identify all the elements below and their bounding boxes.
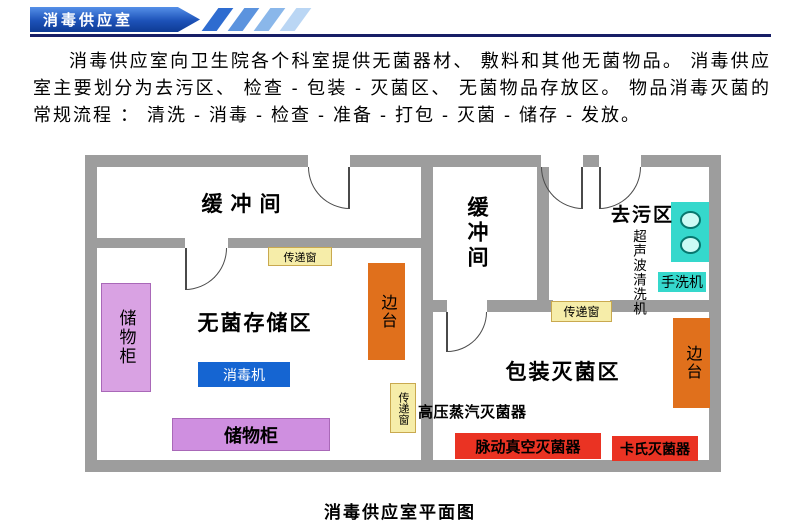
- transfer-window-middle: 传递窗: [390, 383, 416, 433]
- wall-segment: [433, 460, 721, 472]
- wall-segment: [487, 300, 553, 312]
- side-table-right: 边台: [673, 318, 710, 408]
- door-swing-arc: [185, 248, 227, 290]
- transfer-window-left: 传递窗: [268, 247, 332, 266]
- figure-caption: 消毒供应室平面图: [324, 503, 476, 522]
- stripe-icon: [279, 8, 312, 31]
- wall-segment: [85, 460, 433, 472]
- transfer-window-right: 传递窗: [551, 301, 612, 322]
- door-leaf: [348, 167, 350, 209]
- wall-segment: [610, 300, 721, 312]
- room-label-packaging-sterilization: 包装灭菌区: [505, 361, 621, 384]
- wall-segment: [641, 155, 721, 167]
- disinfection-machine: 消毒机: [198, 362, 290, 387]
- pulse-vacuum-sterilizer: 脉动真空灭菌器: [455, 433, 601, 459]
- page-title: 消毒供应室: [43, 12, 134, 29]
- wall-segment: [421, 155, 433, 472]
- wall-segment: [537, 167, 549, 312]
- steam-sterilizer-label: 高压蒸汽灭菌器: [418, 404, 527, 421]
- ultrasonic-cleaner-label: 超声波清洗机: [631, 228, 646, 316]
- sink-basin-icon: [679, 235, 701, 254]
- door-leaf: [599, 167, 601, 209]
- door-leaf: [446, 312, 448, 352]
- room-label-buffer-right: 缓冲间: [465, 195, 488, 271]
- wall-segment: [709, 155, 721, 472]
- header-banner: 消毒供应室: [30, 7, 200, 32]
- door-swing-arc: [447, 312, 487, 352]
- header-divider-line: [30, 34, 771, 37]
- room-label-decontamination: 去污区: [610, 205, 674, 226]
- wall-segment: [85, 155, 97, 472]
- hand-washer-label: 手洗机: [658, 272, 706, 292]
- door-leaf: [581, 167, 583, 209]
- banner-stripes-decoration: [201, 8, 312, 31]
- hand-wash-sink: [671, 202, 709, 262]
- room-label-buffer-left: 缓冲间: [201, 193, 289, 216]
- sink-basin-icon: [679, 210, 701, 229]
- side-table-left: 边台: [368, 263, 405, 360]
- room-label-sterile-storage: 无菌存储区: [197, 312, 313, 335]
- storage-cabinet-left: 储物柜: [101, 283, 151, 392]
- wall-segment: [433, 300, 447, 312]
- cassette-sterilizer: 卡氏灭菌器: [612, 436, 698, 461]
- wall-segment: [97, 238, 185, 248]
- wall-segment: [228, 238, 421, 248]
- wall-segment: [350, 155, 433, 167]
- wall-segment: [85, 155, 308, 167]
- wall-segment: [433, 155, 541, 167]
- storage-cabinet-bottom: 储物柜: [172, 418, 330, 451]
- door-leaf: [185, 248, 187, 290]
- intro-paragraph: 消毒供应室向卫生院各个科室提供无菌器材、 敷料和其他无菌物品。 消毒供应室主要划…: [33, 51, 771, 125]
- wall-segment: [583, 155, 599, 167]
